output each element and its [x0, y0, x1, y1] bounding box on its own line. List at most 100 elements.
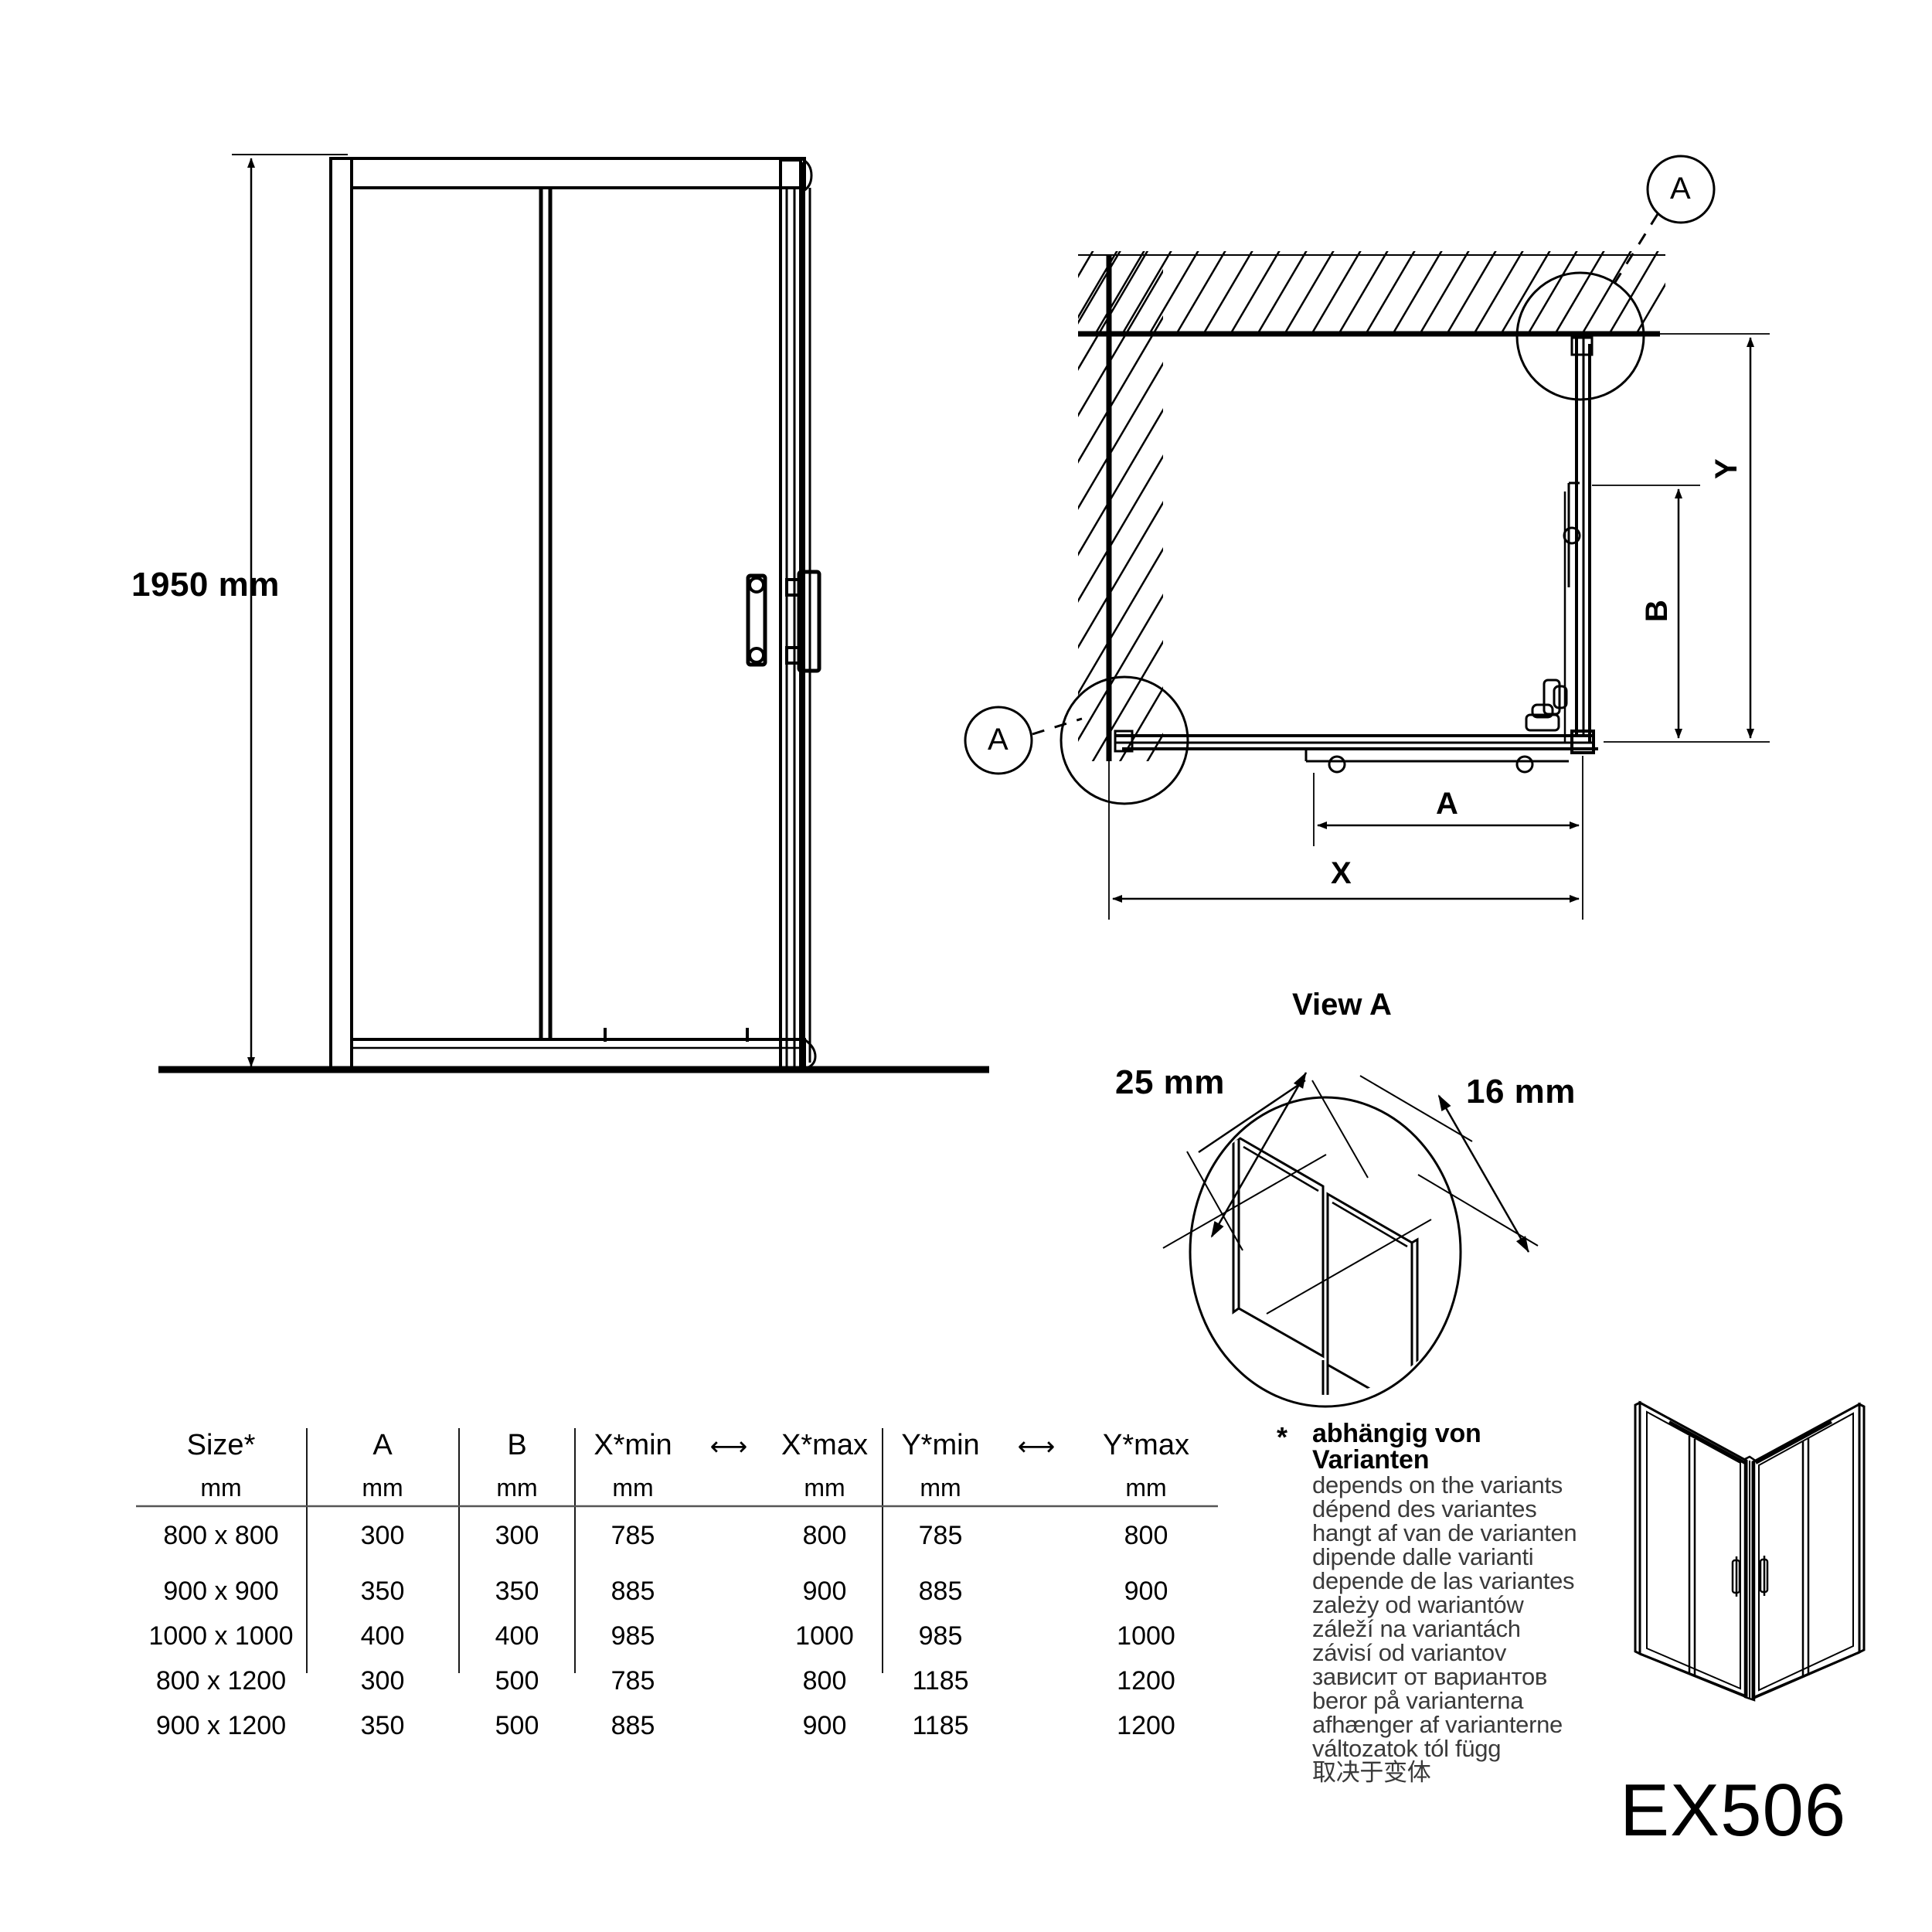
cell-b: 400 [495, 1621, 539, 1651]
cell-ymin: 1185 [912, 1665, 969, 1696]
cell-ymax: 800 [1124, 1520, 1168, 1550]
unit-xmax: mm [804, 1474, 845, 1502]
plan-dim-x-label: X [1331, 856, 1352, 890]
table-row: 900 x 1200 350 500 885 900 1185 1200 [136, 1703, 1218, 1748]
cell-xmin: 785 [611, 1665, 655, 1696]
footnote-line-zh: 取决于变体 [1312, 1759, 1431, 1786]
unit-a: mm [362, 1474, 403, 1502]
footnote-line-pl: zależy od wariantów [1312, 1591, 1524, 1618]
cell-y-spacer [998, 1569, 1074, 1614]
cell-size: 1000 x 1000 [148, 1621, 294, 1651]
footnote-line-fr: dépend des variantes [1312, 1495, 1537, 1522]
footnote-marker: * [1277, 1421, 1288, 1453]
col-header-xmin: X*min [594, 1429, 672, 1461]
plan-dim-y-label: Y [1709, 458, 1743, 479]
cell-xmax: 900 [802, 1710, 847, 1740]
size-table-element: Size* A B X*min ⟷ X*max Y*min ⟷ Y*max mm… [136, 1422, 1218, 1748]
footnote-line-sk: závisí od variantov [1312, 1639, 1507, 1666]
cell-xmax: 900 [802, 1576, 847, 1606]
footnote-block: * abhängig von Varianten depends on the … [1277, 1420, 1601, 1784]
cell-b: 500 [495, 1710, 539, 1740]
col-header-b: B [507, 1429, 527, 1461]
cell-ymax: 1200 [1117, 1665, 1175, 1696]
cell-ymin: 885 [918, 1576, 963, 1606]
cell-a: 400 [360, 1621, 405, 1651]
cell-xmax: 800 [802, 1665, 847, 1696]
cell-size: 900 x 900 [163, 1576, 279, 1606]
col-header-x-arrow: ⟷ [709, 1432, 748, 1461]
cell-x-spacer [691, 1502, 767, 1569]
cell-a: 350 [360, 1710, 405, 1740]
footnote-line-da: afhænger af varianterne [1312, 1711, 1563, 1738]
col-header-xmax: X*max [781, 1429, 868, 1461]
footnote-line-it: dipende dalle varianti [1312, 1543, 1534, 1570]
cell-y-spacer [998, 1703, 1074, 1748]
table-units-row: mm mm mm mm mm mm mm [136, 1462, 1218, 1502]
col-header-ymax: Y*max [1103, 1429, 1189, 1461]
footnote-line-hu: változatok tól függ [1312, 1735, 1502, 1762]
unit-size: mm [200, 1474, 242, 1502]
footnote-line-ru: зависит от вариантов [1312, 1663, 1548, 1690]
cell-xmin: 785 [611, 1520, 655, 1550]
size-table: Size* A B X*min ⟷ X*max Y*min ⟷ Y*max mm… [136, 1422, 1218, 1748]
unit-xmin: mm [612, 1474, 654, 1502]
cell-ymin: 985 [918, 1621, 963, 1651]
cell-ymax: 1200 [1117, 1710, 1175, 1740]
cell-y-spacer [998, 1614, 1074, 1658]
footnote-line-nl: hangt af van de varianten [1312, 1519, 1577, 1546]
col-header-ymin: Y*min [901, 1429, 980, 1461]
footnote-line-es: depende de las variantes [1312, 1567, 1575, 1594]
table-header-row: Size* A B X*min ⟷ X*max Y*min ⟷ Y*max [136, 1422, 1218, 1462]
cell-xmin: 885 [611, 1710, 655, 1740]
unit-ymax: mm [1125, 1474, 1167, 1502]
table-row: 1000 x 1000 400 400 985 1000 985 1000 [136, 1614, 1218, 1658]
table-row: 800 x 800 300 300 785 800 785 800 [136, 1502, 1218, 1569]
table-body: 800 x 800 300 300 785 800 785 800 900 x … [136, 1502, 1218, 1748]
view-a-title: View A [1292, 988, 1392, 1022]
footnote-line-cs: záleží na variantách [1312, 1615, 1521, 1642]
cell-xmax: 1000 [795, 1621, 854, 1651]
col-header-y-arrow: ⟷ [1017, 1432, 1056, 1461]
cell-y-spacer [998, 1502, 1074, 1569]
plan-dim-a-label: A [1436, 787, 1458, 821]
cell-ymax: 1000 [1117, 1621, 1175, 1651]
detail-dim-16mm: 16 mm [1466, 1073, 1576, 1111]
unit-ymin: mm [920, 1474, 961, 1502]
plan-dim-b-label: B [1640, 600, 1674, 622]
model-code: EX506 [1620, 1769, 1847, 1852]
unit-b: mm [496, 1474, 538, 1502]
detail-dim-25mm: 25 mm [1115, 1063, 1225, 1101]
balloon-a-left: A [988, 723, 1009, 757]
cell-size: 900 x 1200 [155, 1710, 287, 1740]
cell-a: 300 [360, 1665, 405, 1696]
cell-xmax: 800 [802, 1520, 847, 1550]
cell-b: 500 [495, 1665, 539, 1696]
cell-y-spacer [998, 1658, 1074, 1703]
footnote-line-en: depends on the variants [1312, 1471, 1563, 1498]
cell-a: 300 [360, 1520, 405, 1550]
unit-x-spacer [691, 1462, 767, 1502]
cell-b: 350 [495, 1576, 539, 1606]
col-header-size: Size* [186, 1429, 256, 1461]
cell-x-spacer [691, 1703, 767, 1748]
footnote-line-de: abhängig von Varianten [1312, 1419, 1481, 1475]
table-row: 900 x 900 350 350 885 900 885 900 [136, 1569, 1218, 1614]
cell-a: 350 [360, 1576, 405, 1606]
col-header-a: A [372, 1429, 393, 1461]
table-row: 800 x 1200 300 500 785 800 1185 1200 [136, 1658, 1218, 1703]
cell-ymin: 1185 [912, 1710, 969, 1740]
cell-xmin: 985 [611, 1621, 655, 1651]
cell-size: 800 x 800 [163, 1520, 279, 1550]
cell-x-spacer [691, 1569, 767, 1614]
footnote-line-sv: beror på varianterna [1312, 1687, 1524, 1714]
cell-ymin: 785 [918, 1520, 963, 1550]
table-head: Size* A B X*min ⟷ X*max Y*min ⟷ Y*max mm… [136, 1422, 1218, 1502]
cell-xmin: 885 [611, 1576, 655, 1606]
cell-b: 300 [495, 1520, 539, 1550]
cell-x-spacer [691, 1614, 767, 1658]
balloon-a-top: A [1670, 172, 1691, 206]
cell-ymax: 900 [1124, 1576, 1168, 1606]
unit-y-spacer [998, 1462, 1074, 1502]
